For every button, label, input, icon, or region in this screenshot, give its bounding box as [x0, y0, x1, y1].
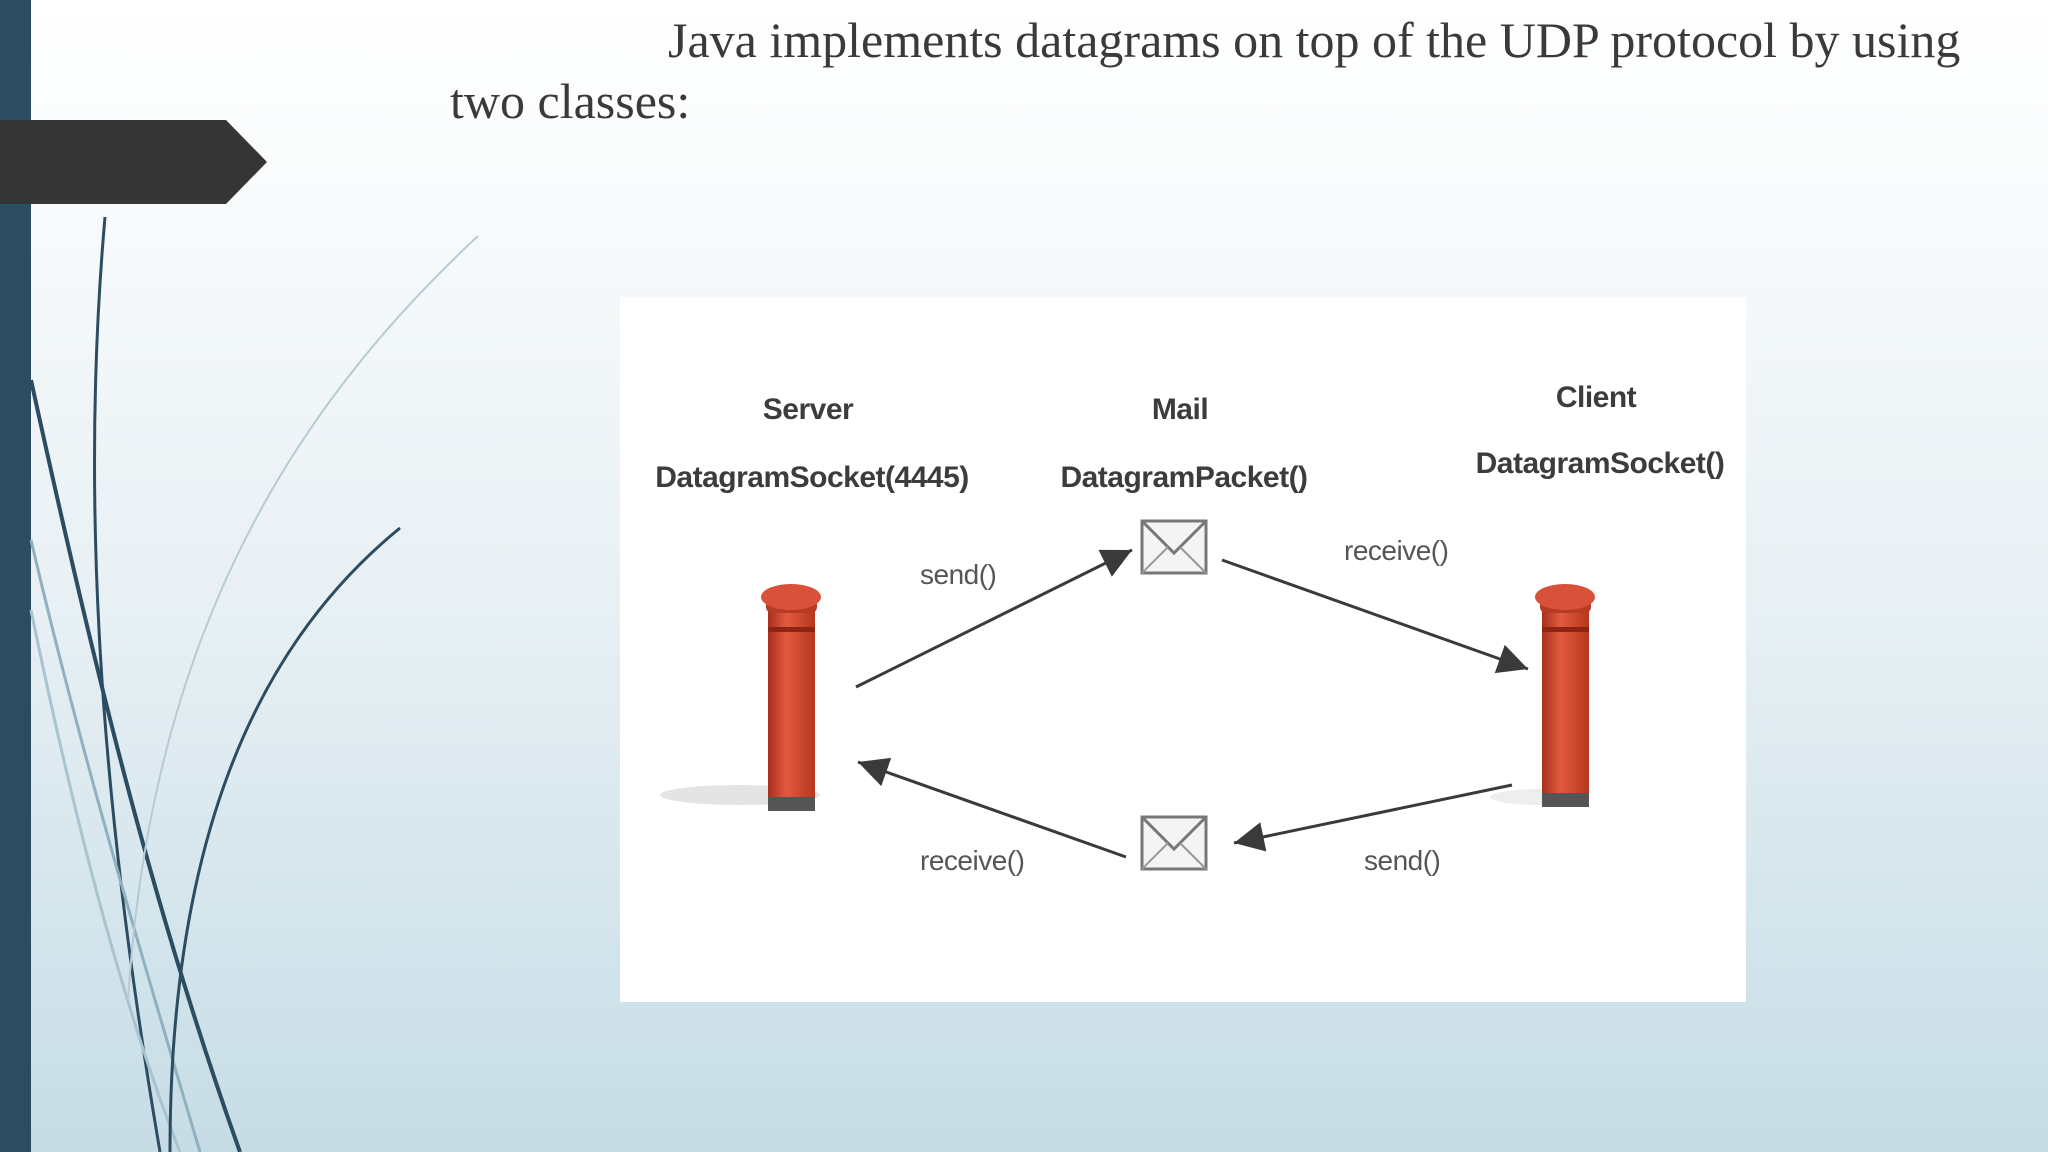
arrow-client-receive: [1221, 558, 1529, 674]
server-receive-label: receive(): [920, 845, 1025, 876]
envelope-top-icon: [1140, 519, 1208, 575]
server-socket-label: DatagramSocket(4445): [655, 461, 969, 494]
arrow-server-receive: [857, 757, 1127, 859]
server-send-label: send(): [920, 559, 997, 590]
mail-title: Mail: [1151, 393, 1209, 426]
mail-packet-label: DatagramPacket(): [1060, 461, 1308, 494]
server-mailbox-icon: [660, 584, 821, 811]
title-chevron-shape: [0, 120, 267, 204]
client-socket-label: DatagramSocket(): [1475, 447, 1725, 480]
envelope-bottom-icon: [1140, 815, 1208, 871]
decorative-curves: [29, 216, 479, 1152]
server-title: Server: [762, 393, 854, 426]
arrow-client-send: [1233, 783, 1513, 852]
client-receive-label: receive(): [1344, 535, 1449, 566]
client-title: Client: [1555, 381, 1637, 414]
arrow-server-send: [855, 548, 1133, 689]
client-send-label: send(): [1364, 845, 1441, 876]
client-mailbox-icon: [1490, 584, 1595, 807]
datagram-diagram: Server DatagramSocket(4445) Mail Datagra…: [620, 297, 1746, 1002]
slide-body-text: Java implements datagrams on top of the …: [450, 12, 1961, 129]
